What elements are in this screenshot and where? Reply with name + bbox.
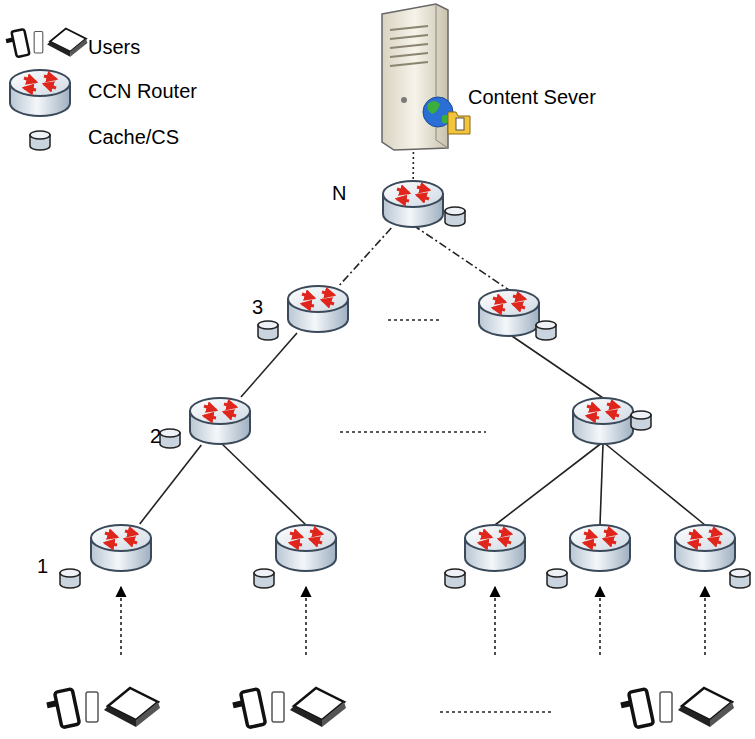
request-arrow <box>704 587 706 655</box>
router-icon <box>570 525 630 571</box>
tree-link <box>413 225 509 290</box>
router-icon <box>573 398 633 444</box>
users-icon <box>619 688 734 730</box>
level-number: 1 <box>37 555 48 578</box>
server-link <box>412 152 414 180</box>
level-number: 2 <box>150 425 161 448</box>
legend-label: Users <box>88 36 140 59</box>
router-icon <box>276 525 336 571</box>
tree-link <box>509 334 603 398</box>
ellipsis-dots <box>340 431 486 433</box>
request-arrow <box>599 587 601 655</box>
tree-link <box>340 228 392 285</box>
router-icon <box>465 525 525 571</box>
router-icon <box>383 181 443 227</box>
tree-link <box>241 333 297 397</box>
cache-icon <box>60 569 80 588</box>
cache-icon <box>445 207 465 226</box>
router-box: N <box>381 180 445 228</box>
cache-icon <box>631 411 651 430</box>
router-icon <box>288 286 348 332</box>
router-icon <box>479 290 539 336</box>
tree-links <box>121 225 705 712</box>
cache-icon <box>536 321 556 340</box>
tree-link <box>600 444 603 525</box>
router-icon <box>91 525 151 571</box>
cache-icon <box>445 569 465 588</box>
cache-icon <box>160 429 180 448</box>
cache-icon <box>730 569 750 588</box>
request-arrow <box>494 587 496 655</box>
cache-icon <box>258 321 278 340</box>
level-number: 3 <box>252 296 263 319</box>
router-icon <box>190 398 250 444</box>
router-box: 2 <box>188 397 252 445</box>
tree-link <box>495 442 603 525</box>
users-icon <box>231 688 346 730</box>
legend-label: Cache/CS <box>88 126 179 149</box>
request-arrow <box>120 587 122 655</box>
server-label: Content Sever <box>468 86 596 109</box>
ellipsis-dots <box>388 319 442 321</box>
legend-label: CCN Router <box>88 80 197 103</box>
router-icon <box>10 70 70 116</box>
cache-icon <box>30 131 50 150</box>
icons <box>4 4 750 730</box>
server-box: Content Sever <box>378 2 450 152</box>
tree-link <box>603 442 705 525</box>
ellipsis-dots <box>440 711 552 713</box>
level-number: N <box>332 182 346 205</box>
users-icon <box>4 29 87 59</box>
request-arrow <box>305 587 307 655</box>
server-icon <box>382 4 470 150</box>
cache-icon <box>547 569 567 588</box>
router-icon <box>675 525 735 571</box>
tree-link <box>220 442 306 525</box>
tree-link <box>140 445 202 524</box>
router-box: 1 <box>89 524 153 572</box>
users-icon <box>45 688 160 730</box>
cache-icon <box>254 569 274 588</box>
router-box: 3 <box>286 285 350 333</box>
